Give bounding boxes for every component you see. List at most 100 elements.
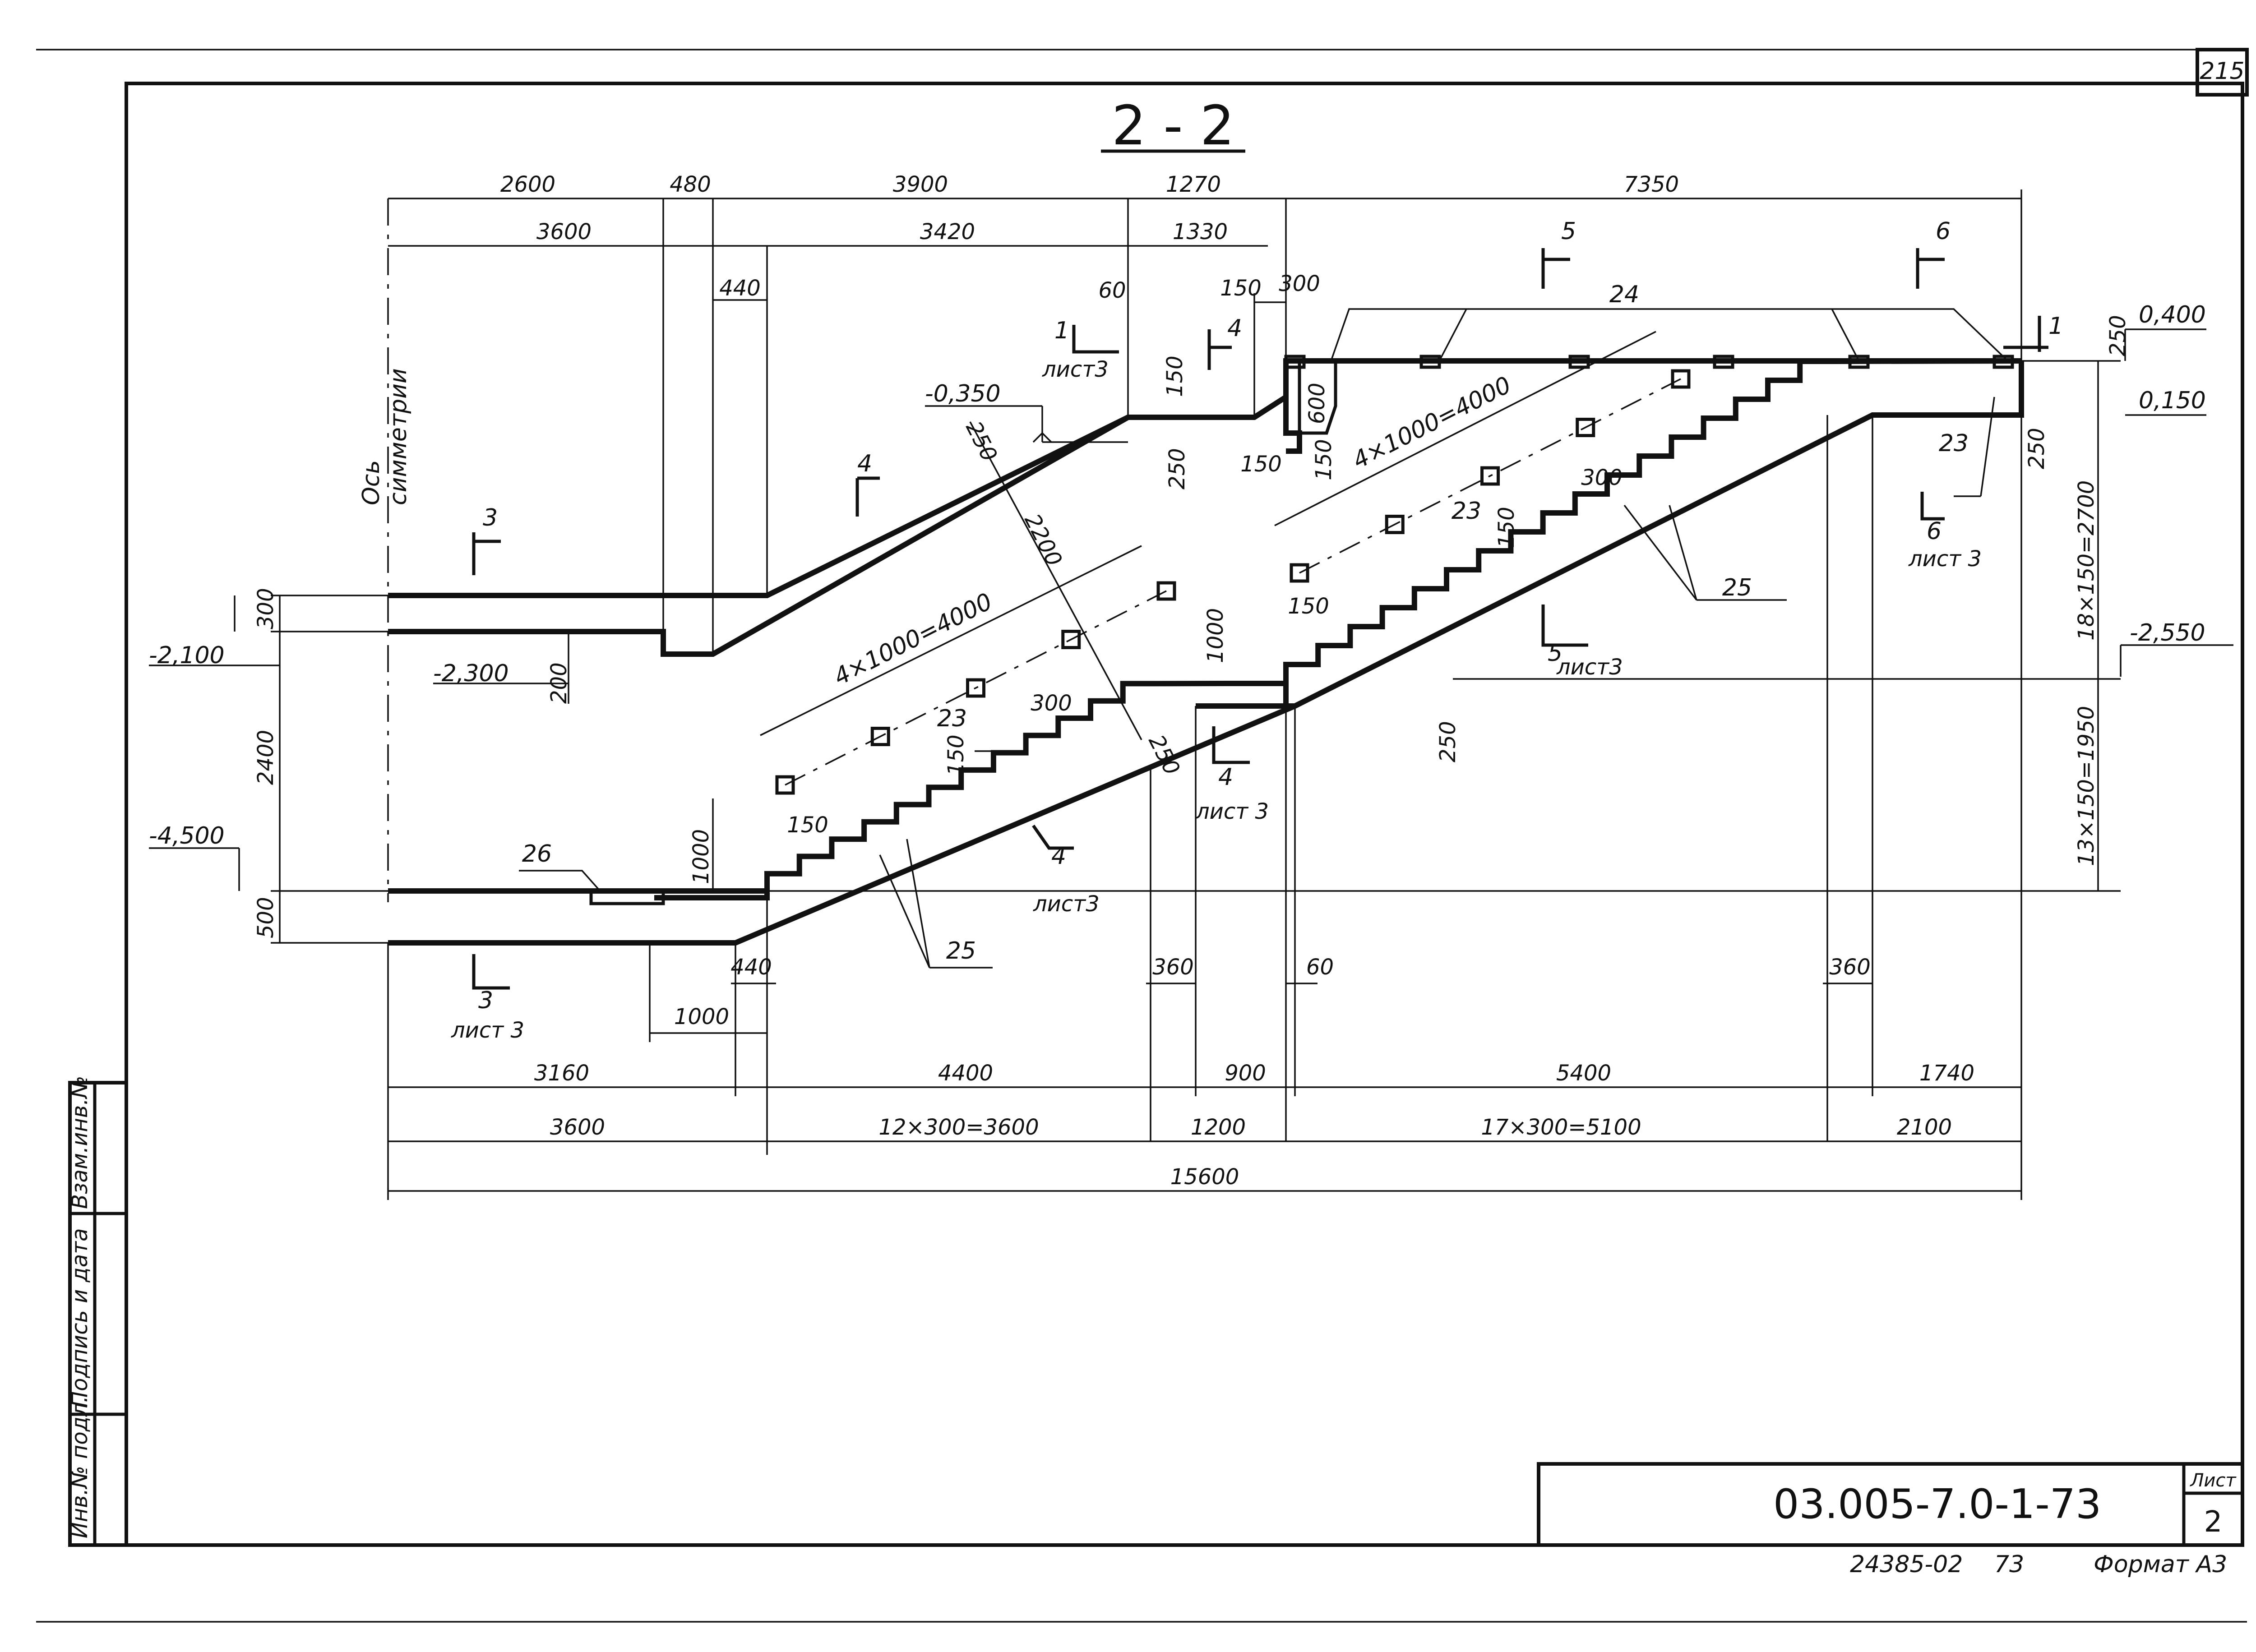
right-dim-1950: 13×150=1950 bbox=[2074, 706, 2099, 866]
level-4500: -4,500 bbox=[149, 822, 225, 849]
top-dim-1330: 1330 bbox=[1173, 219, 1228, 245]
right-dim-2700: 18×150=2700 bbox=[2074, 480, 2099, 641]
sheet-number: 2 bbox=[2204, 1505, 2223, 1539]
embedded-plate-24 bbox=[1713, 355, 1734, 369]
right-dimensions bbox=[767, 360, 2121, 892]
dim-60-bot: 60 bbox=[1306, 955, 1334, 980]
anchor-dim-upper-text: 4×1000=4000 bbox=[1349, 371, 1516, 474]
section-title: 2 - 2 bbox=[1112, 95, 1234, 157]
sec-3a: 3 bbox=[483, 504, 498, 531]
top-dim-2600: 2600 bbox=[500, 172, 555, 197]
dim-1000-l: 1000 bbox=[689, 829, 714, 884]
dim-250-r: 250 bbox=[2024, 428, 2049, 469]
anchor-plate bbox=[1061, 630, 1081, 649]
dim-150-top: 150 bbox=[1220, 276, 1262, 301]
side-stamp: Инв.№ подл. Подпись и дата Взам.инв.№ bbox=[67, 1076, 128, 1547]
sec-1a: 1 bbox=[1054, 317, 1069, 344]
pos-23-b: 23 bbox=[1452, 498, 1481, 525]
sec-4d: 4 bbox=[1051, 843, 1066, 870]
bot-dim-5400: 5400 bbox=[1556, 1061, 1611, 1086]
pos-24: 24 bbox=[1609, 281, 1639, 308]
dim-150-b: 150 bbox=[1240, 452, 1282, 477]
dim-2200: 2200 bbox=[1019, 510, 1067, 570]
dim-150-step-r: 150 bbox=[1494, 507, 1519, 548]
sec-4b: 4 bbox=[857, 450, 872, 477]
dim-600: 600 bbox=[1304, 383, 1330, 424]
anchor-plate bbox=[1576, 418, 1595, 437]
stamp-replace-inv: Взам.инв.№ bbox=[67, 1076, 92, 1209]
dim-150-step-l: 150 bbox=[943, 734, 969, 776]
dim-440-top: 440 bbox=[719, 276, 761, 301]
anchor-plate bbox=[1385, 515, 1405, 534]
order-number: 24385-02 bbox=[1850, 1551, 1963, 1578]
sec-5b-sheet: лист3 bbox=[1556, 655, 1623, 680]
sec-6b-sheet: лист 3 bbox=[1908, 546, 1982, 572]
top-dim-1270: 1270 bbox=[1166, 172, 1221, 197]
sec-6a: 6 bbox=[1936, 218, 1951, 245]
bot-dim-4400: 4400 bbox=[938, 1061, 993, 1086]
sec-4c: 4 bbox=[1218, 764, 1233, 791]
top-dim-3600: 3600 bbox=[536, 219, 592, 245]
bottom-dimensions bbox=[387, 415, 2022, 1200]
top-dim-3420: 3420 bbox=[920, 219, 975, 245]
embedded-plate-24 bbox=[1419, 355, 1441, 369]
pos-23-a: 23 bbox=[937, 705, 967, 732]
bottom-soffit bbox=[388, 361, 2024, 946]
level-2300: -2,300 bbox=[433, 660, 509, 687]
anchor-plate bbox=[1156, 581, 1176, 601]
bot-dim-2100: 2100 bbox=[1897, 1115, 1952, 1140]
bot-dim-17x300: 17×300=5100 bbox=[1481, 1115, 1641, 1140]
embedded-plate-24 bbox=[1568, 355, 1590, 369]
dim-300-left: 300 bbox=[253, 588, 278, 629]
position-leaders bbox=[519, 308, 2009, 969]
left-dimensions bbox=[271, 595, 714, 944]
top-dim-480: 480 bbox=[670, 172, 711, 197]
sec-5b: 5 bbox=[1548, 640, 1563, 667]
pos-23-c: 23 bbox=[1939, 430, 1969, 457]
embedded-plate-24 bbox=[1284, 355, 1306, 369]
sec-1a-sheet: лист3 bbox=[1042, 357, 1109, 382]
bot-dim-3160: 3160 bbox=[534, 1061, 589, 1086]
section-marks bbox=[472, 248, 2048, 990]
top-dim-7350: 7350 bbox=[1624, 172, 1679, 197]
sec-4d-sheet: лист3 bbox=[1033, 891, 1100, 917]
sec-4c-sheet: лист 3 bbox=[1195, 799, 1269, 824]
sec-3b: 3 bbox=[478, 987, 493, 1014]
sec-3b-sheet: лист 3 bbox=[451, 1018, 524, 1043]
dim-150-m: 150 bbox=[1288, 594, 1329, 619]
stamp-inv-no: Инв.№ подл. bbox=[67, 1396, 92, 1538]
dim-250-rr: 250 bbox=[2105, 315, 2131, 356]
level-marks bbox=[149, 328, 2233, 891]
pos-25-b: 25 bbox=[1722, 574, 1752, 601]
anchor-dim-lower-text: 4×1000=4000 bbox=[830, 588, 997, 691]
pos-26: 26 bbox=[522, 840, 552, 868]
sheet-label: Лист bbox=[2189, 1470, 2237, 1491]
anchor-plate bbox=[775, 775, 795, 795]
anchor-plate bbox=[870, 727, 890, 746]
axis-label-1: Ось bbox=[358, 460, 385, 505]
anchor-line-upper bbox=[1299, 378, 1681, 574]
anchor-dim-upper bbox=[1274, 331, 1656, 526]
order-number-2: 73 bbox=[1994, 1551, 2024, 1578]
level-0400: 0,400 bbox=[2139, 301, 2206, 328]
title-block: 03.005-7.0-1-73 Лист 2 bbox=[1537, 1462, 2244, 1547]
dim-300-step-r: 300 bbox=[1581, 465, 1623, 490]
dim-1000-bot: 1000 bbox=[674, 1004, 729, 1029]
dim-2400: 2400 bbox=[253, 730, 278, 785]
sec-6b: 6 bbox=[1927, 518, 1942, 545]
bot-dim-12x300: 12×300=3600 bbox=[878, 1115, 1039, 1140]
doc-code: 03.005-7.0-1-73 bbox=[1773, 1481, 2101, 1528]
anchor-plate bbox=[1480, 466, 1500, 486]
element-26-plate bbox=[589, 889, 665, 905]
pos-25-a: 25 bbox=[946, 937, 976, 964]
top-dimensions bbox=[388, 189, 2022, 654]
bot-dim-1740: 1740 bbox=[1919, 1061, 1974, 1086]
dim-150-b2: 150 bbox=[1311, 439, 1336, 480]
dim-150-l: 150 bbox=[1162, 355, 1188, 397]
anchor-line-lower bbox=[785, 590, 1167, 786]
anchor-plate bbox=[1671, 369, 1691, 389]
top-outline bbox=[388, 358, 2021, 598]
dim-250-diag: 250 bbox=[961, 417, 1002, 466]
page-number-box bbox=[2196, 48, 2249, 97]
